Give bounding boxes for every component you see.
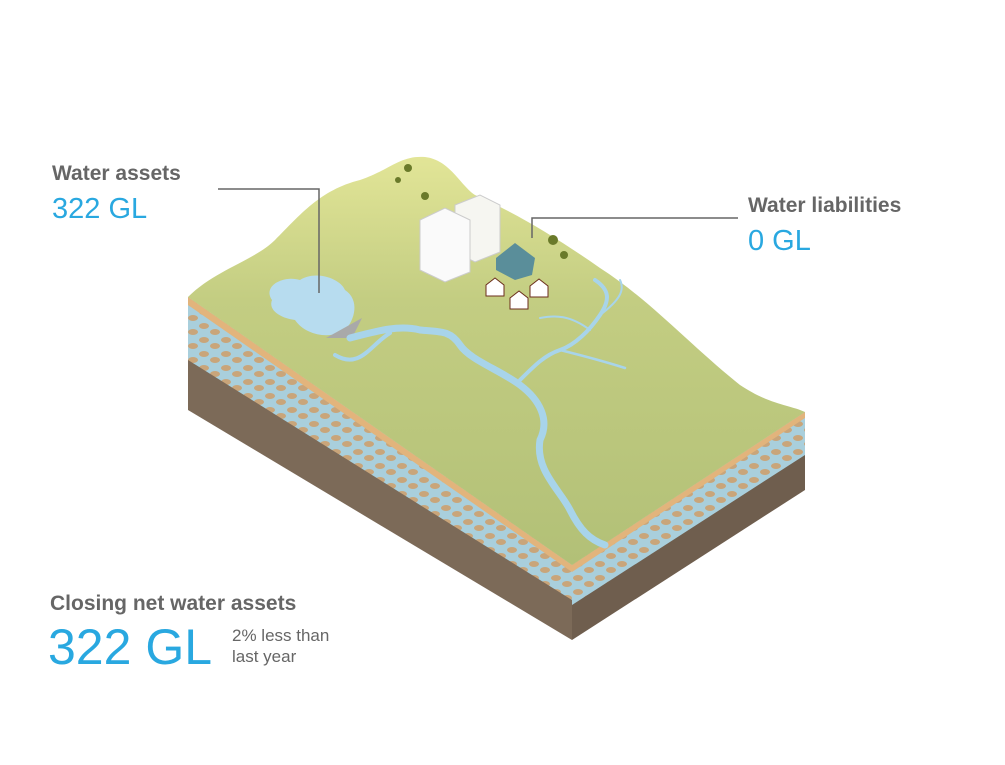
water-liabilities-value: 0 GL <box>748 225 811 257</box>
closing-net-assets-title: Closing net water assets <box>50 592 297 615</box>
water-assets-value: 322 GL <box>52 193 148 225</box>
city-buildings <box>395 164 568 310</box>
river <box>333 278 627 549</box>
right-cross-section <box>572 412 805 640</box>
assets-leader-line <box>218 188 320 293</box>
dam <box>326 318 362 338</box>
closing-note-line2: last year <box>232 647 297 666</box>
closing-net-assets-value: 322 GL <box>48 619 213 675</box>
water-liabilities-title: Water liabilities <box>748 194 902 217</box>
closing-note-line1: 2% less than <box>232 626 330 645</box>
grass-surface <box>188 156 805 565</box>
closing-change-note: 2% less than last year <box>232 625 372 667</box>
left-cross-section <box>188 297 572 640</box>
lake <box>269 275 355 336</box>
water-assets-title: Water assets <box>52 162 181 185</box>
liabilities-leader-line <box>531 217 738 238</box>
